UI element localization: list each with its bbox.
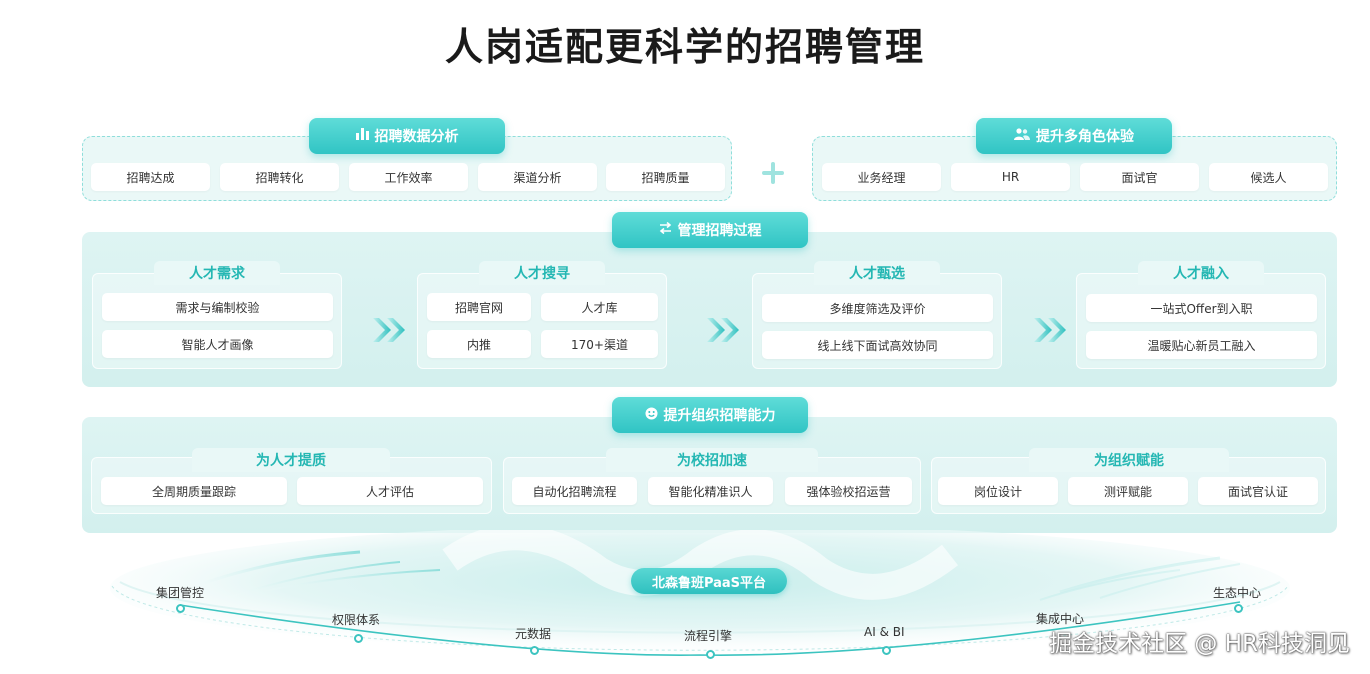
platform-node-label: 元数据	[515, 627, 552, 641]
watermark: 掘金技术社区 @ HR科技洞见	[1049, 631, 1350, 657]
platform-node-label: 权限体系	[332, 613, 381, 627]
page-title: 人岗适配更科学的招聘管理	[444, 25, 925, 69]
capability-item: 面试官认证	[1198, 477, 1318, 505]
process-header: 管理招聘过程	[612, 212, 808, 248]
capability-item: 岗位设计	[938, 477, 1058, 505]
capability-item: 人才评估	[297, 477, 483, 505]
stage-title: 人才需求	[154, 261, 280, 285]
stage-item: 需求与编制校验	[102, 293, 333, 321]
capability-item: 测评赋能	[1068, 477, 1188, 505]
plus-icon	[760, 160, 786, 186]
analysis-item: 招聘达成	[91, 163, 210, 191]
analysis-item: 招聘转化	[220, 163, 339, 191]
role-item: 业务经理	[822, 163, 941, 191]
platform-node-dot	[530, 646, 539, 655]
analysis-item: 工作效率	[349, 163, 468, 191]
platform-node-label: 生态中心	[1213, 586, 1262, 600]
stage-item: 人才库	[541, 293, 658, 321]
platform-node-label: AI & BI	[864, 625, 905, 639]
platform-node-label: 集成中心	[1036, 612, 1085, 626]
capability-item: 强体验校招运营	[785, 477, 912, 505]
process-header-label: 管理招聘过程	[677, 223, 762, 239]
capability-item: 智能化精准识人	[648, 477, 773, 505]
chevron-right-icon	[373, 318, 405, 342]
stage-item: 内推	[427, 330, 531, 358]
platform-node-dot	[354, 634, 363, 643]
stage-item: 线上线下面试高效协同	[762, 331, 993, 359]
stage-item: 一站式Offer到入职	[1086, 294, 1317, 322]
chevron-right-icon	[1034, 318, 1066, 342]
role-item: 候选人	[1209, 163, 1328, 191]
capability-header: 提升组织招聘能力	[612, 397, 808, 433]
platform-node-label: 流程引擎	[684, 629, 733, 643]
chevron-right-icon	[707, 318, 739, 342]
stage-item: 招聘官网	[427, 293, 531, 321]
roles-header-label: 提升多角色体验	[1036, 129, 1134, 145]
capability-header-label: 提升组织招聘能力	[663, 408, 776, 424]
stage-item: 170+渠道	[541, 330, 658, 358]
stage-item: 温暖贴心新员工融入	[1086, 331, 1317, 359]
platform-node-dot	[882, 646, 891, 655]
stage-item: 智能人才画像	[102, 330, 333, 358]
capability-title: 为组织赋能	[1029, 448, 1229, 472]
analysis-header-label: 招聘数据分析	[374, 129, 459, 145]
stage-title: 人才融入	[1138, 261, 1264, 285]
platform-node-dot	[1234, 604, 1243, 613]
capability-item: 自动化招聘流程	[512, 477, 637, 505]
swap-icon	[659, 221, 672, 238]
platform-node-dot	[176, 604, 185, 613]
stage-title: 人才搜寻	[479, 261, 605, 285]
roles-header: 提升多角色体验	[976, 118, 1172, 154]
platform-title: 北森鲁班PaaS平台	[631, 568, 787, 594]
capability-item: 全周期质量跟踪	[101, 477, 287, 505]
platform-node-dot	[706, 650, 715, 659]
users-icon	[1014, 128, 1030, 144]
analysis-item: 渠道分析	[478, 163, 597, 191]
analysis-header: 招聘数据分析	[309, 118, 505, 154]
bar-chart-icon	[355, 128, 369, 144]
capability-title: 为人才提质	[192, 448, 390, 472]
capability-title: 为校招加速	[606, 448, 818, 472]
stage-title: 人才甄选	[814, 261, 940, 285]
role-item: 面试官	[1080, 163, 1199, 191]
smile-icon	[645, 407, 658, 424]
analysis-item: 招聘质量	[606, 163, 725, 191]
platform-node-label: 集团管控	[156, 586, 205, 600]
stage-item: 多维度筛选及评价	[762, 294, 993, 322]
role-item: HR	[951, 163, 1070, 191]
